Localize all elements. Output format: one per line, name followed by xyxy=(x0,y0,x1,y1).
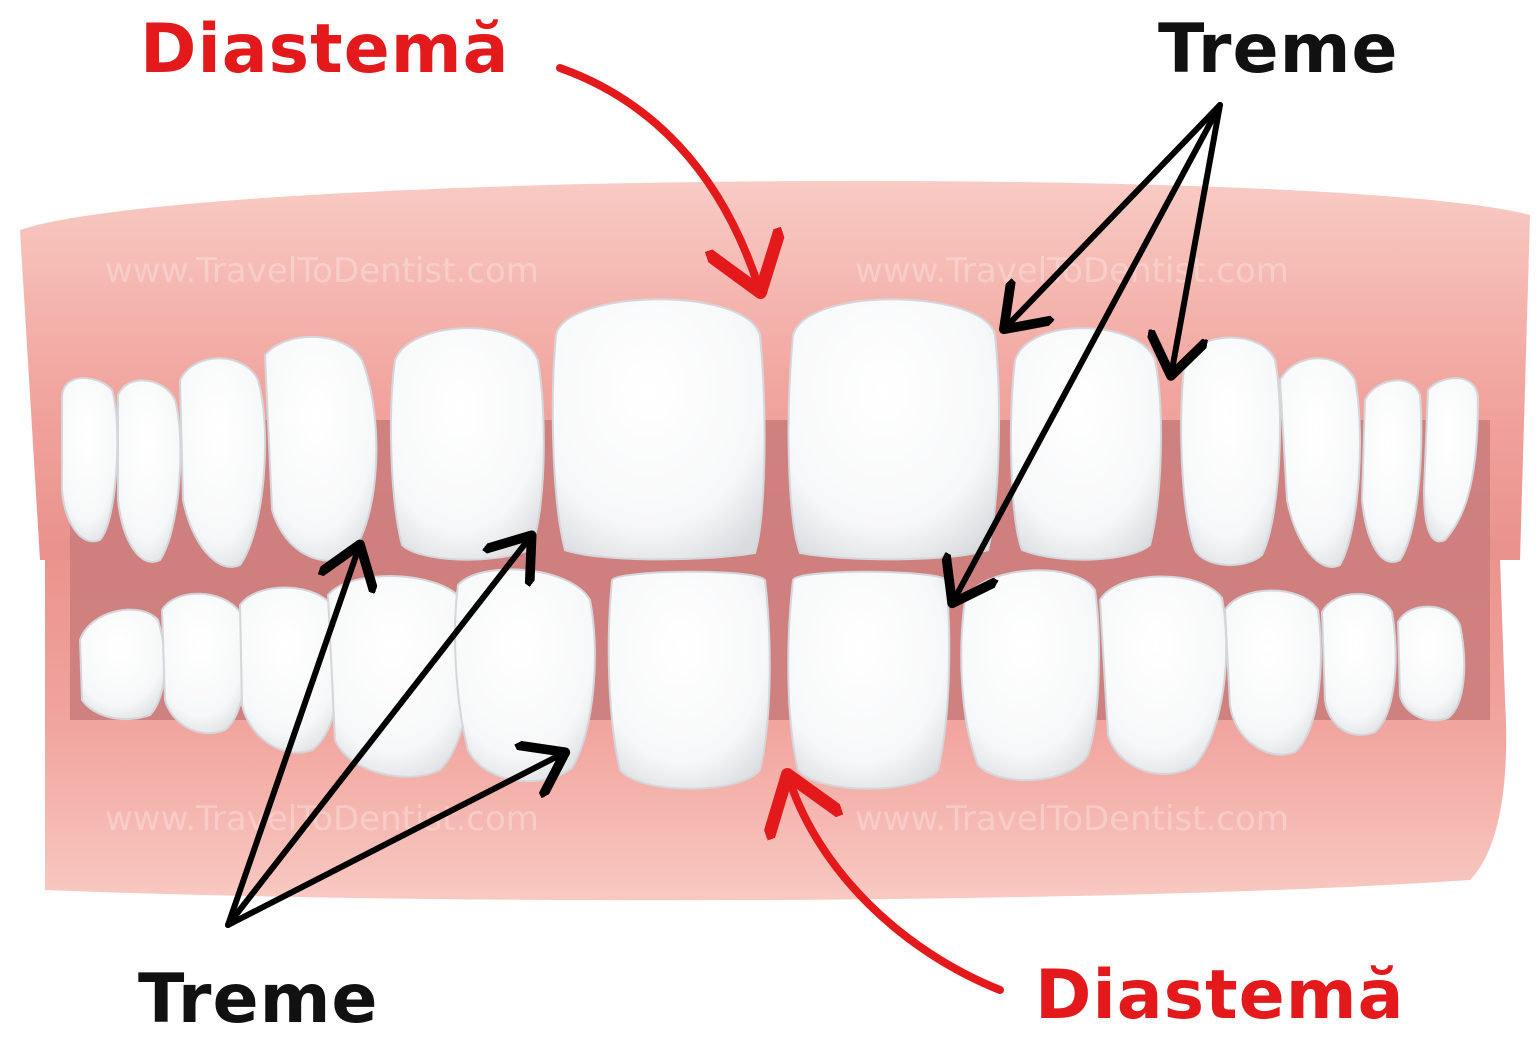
tooth xyxy=(1181,338,1280,566)
tooth xyxy=(162,594,246,733)
tooth xyxy=(961,570,1099,780)
tooth xyxy=(455,569,595,781)
tooth xyxy=(789,299,999,559)
tooth xyxy=(1322,594,1396,735)
tooth xyxy=(1225,590,1321,754)
tooth xyxy=(1398,607,1464,721)
tooth xyxy=(1011,328,1161,560)
tooth xyxy=(265,337,376,561)
treme-bottom-label: Treme xyxy=(138,960,379,1038)
diastema-bottom-label: Diastemă xyxy=(1035,956,1404,1035)
watermark: www.TravelToDentist.com xyxy=(105,251,539,291)
tooth xyxy=(788,572,949,789)
tooth xyxy=(240,588,341,753)
tooth xyxy=(609,572,770,789)
tooth xyxy=(80,610,165,719)
tooth xyxy=(328,576,470,777)
tooth xyxy=(118,380,180,562)
tooth xyxy=(553,299,765,559)
tooth xyxy=(1100,576,1226,773)
treme-top-label: Treme xyxy=(1158,10,1399,89)
watermark: www.TravelToDentist.com xyxy=(855,799,1289,839)
diastema-top-label: Diastemă xyxy=(140,10,509,89)
tooth xyxy=(62,378,117,541)
tooth xyxy=(391,328,544,560)
